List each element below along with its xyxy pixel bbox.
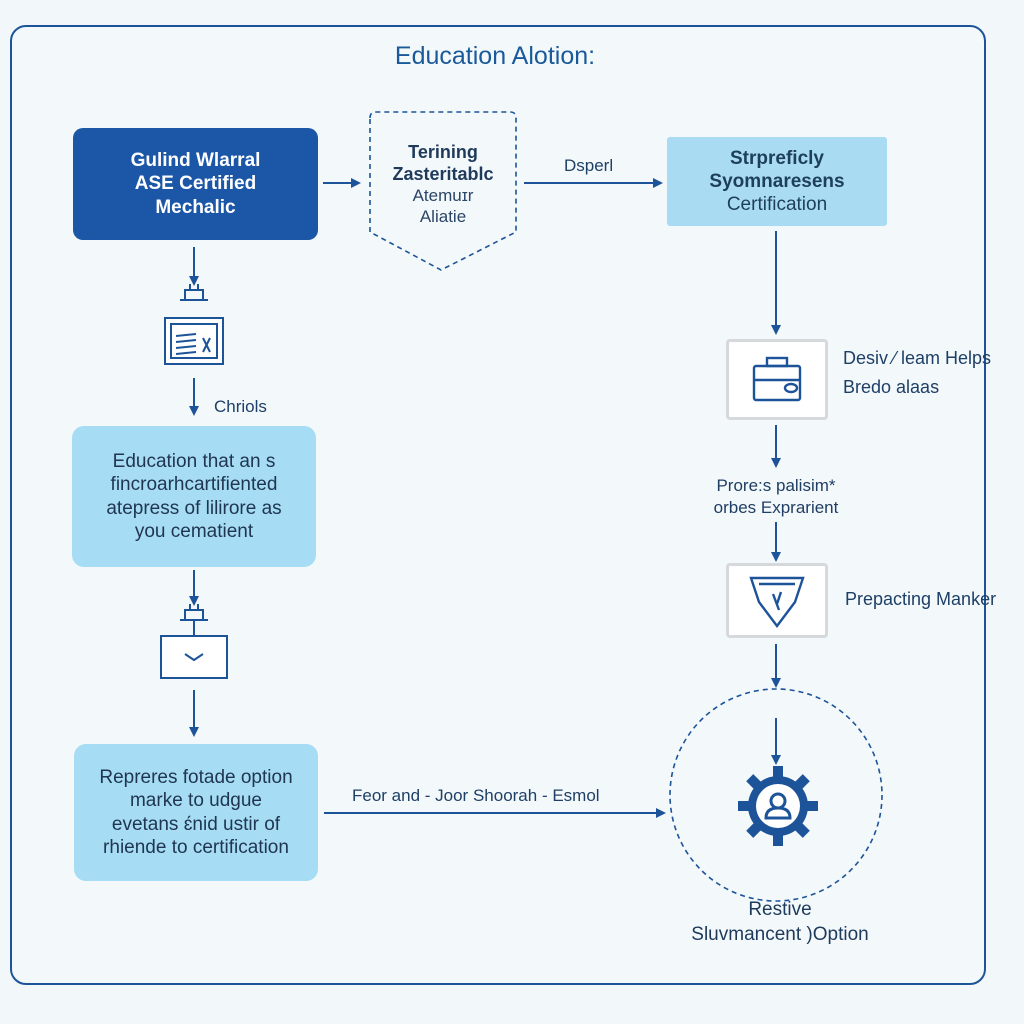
desiv-line-1: Desiv ⁄ leam Helps <box>843 348 992 368</box>
represent-line-4: rhiende to certification <box>103 836 289 858</box>
represent-line-1: Repreres fotade option <box>99 767 293 789</box>
prores-line-1: Prore:s palisim* <box>716 475 836 495</box>
document-icon <box>164 317 224 365</box>
restive-line-1: Restive <box>748 899 812 921</box>
training-sub-1: Atemuɪr <box>412 186 474 206</box>
label-dsperl: Dsperl <box>564 156 614 175</box>
briefcase-icon <box>752 356 802 402</box>
cert-line-3: Certification <box>726 194 828 216</box>
education-line-2: fincroarhcartifiented <box>110 474 278 496</box>
training-node: Terining Zasteritablc Atemuɪr Aliatie <box>370 130 516 240</box>
chevron-box-icon <box>160 635 228 679</box>
cert-line-1: Strpreficly <box>730 147 824 169</box>
label-prepacting: Prepacting Manker <box>845 589 997 609</box>
represent-node: Repreres fotade option marke to udgue ev… <box>74 744 318 881</box>
desiv-line-2: Bredo alaas <box>843 376 940 397</box>
education-line-3: atepress of lilirore as <box>106 497 282 519</box>
prores-label: Prore:s palisim* orbes Exprarient <box>686 474 866 520</box>
mechanic-line-3: Mechalic <box>155 196 236 218</box>
education-node: Education that an s fincroarhcartifiente… <box>72 426 316 567</box>
mechanic-node: Gulind Wlarral ASE Certified Mechalic <box>73 128 318 240</box>
diagram-title: Education Alotion: <box>394 42 596 70</box>
plug-icon <box>180 284 208 301</box>
shield-icon-box <box>726 563 828 638</box>
label-feor: Feor and - Joor Shoorah - Esmol <box>352 786 600 805</box>
training-line-1: Terining <box>408 142 478 163</box>
training-sub-2: Aliatie <box>419 206 467 226</box>
education-line-4: you cematient <box>134 520 254 542</box>
certification-node: Strpreficly Syomnaresens Certification <box>667 137 887 226</box>
mechanic-line-1: Gulind Wlarral <box>130 150 261 172</box>
plug-icon <box>180 604 208 636</box>
prores-line-2: orbes Exprarient <box>713 498 839 517</box>
briefcase-icon-box <box>726 339 828 420</box>
restive-label: Restive Sluvmancent )Option <box>660 898 900 948</box>
training-dashed-shape <box>369 111 517 271</box>
cert-line-2: Syomnaresens <box>709 170 845 192</box>
restive-line-2: Sluvmancent )Option <box>691 924 869 945</box>
represent-line-3: evetans ɛ́nid ustir of <box>111 813 281 835</box>
training-line-2: Zasteritablc <box>392 164 494 185</box>
restive-dashed-circle <box>669 688 883 902</box>
represent-line-2: marke to udgue <box>129 790 262 812</box>
education-line-1: Education that an s <box>112 451 276 473</box>
mechanic-line-2: ASE Certified <box>134 173 257 195</box>
label-chriols: Chriols <box>214 397 267 416</box>
label-desiv: Desiv ⁄ leam Helps Bredo alaas <box>843 344 991 402</box>
shield-icon <box>749 576 805 628</box>
